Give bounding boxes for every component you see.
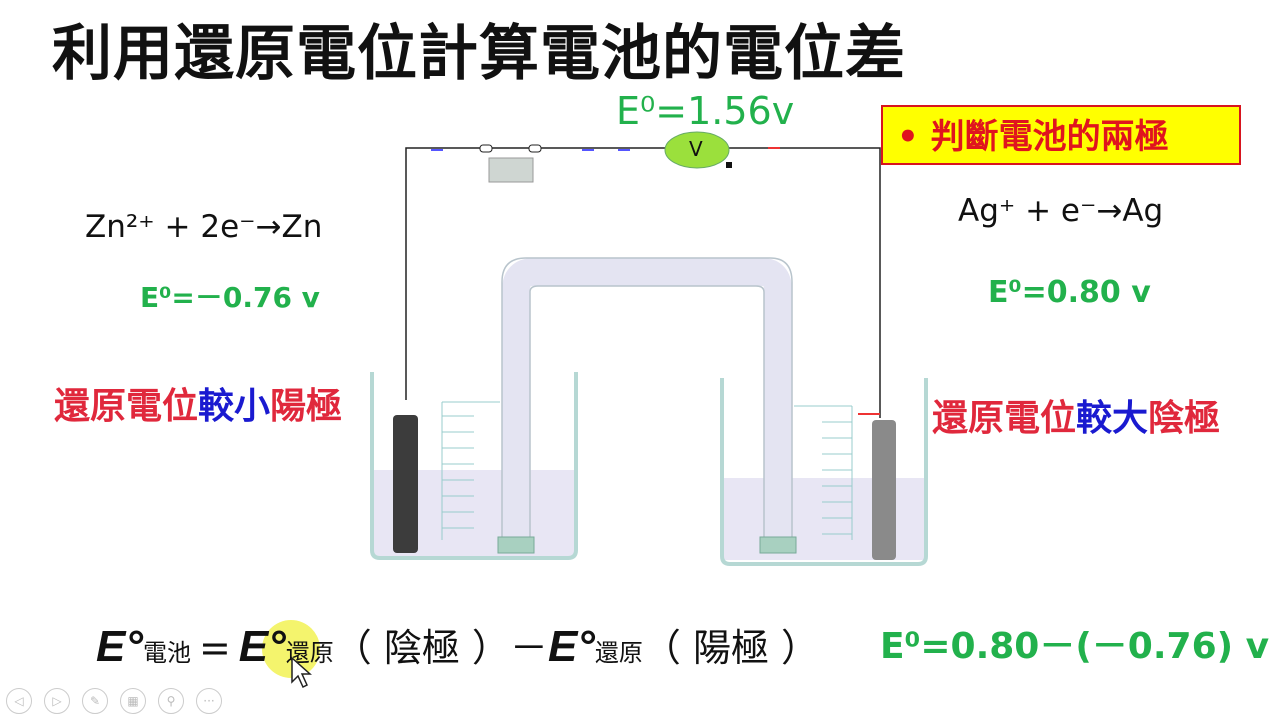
potential-formula: E°電池=E°還原（ 陰極 ）－E°還原（ 陽極 ） <box>96 622 819 673</box>
circuit-wire <box>405 147 881 418</box>
label-text: 還原電位 <box>932 398 1077 439</box>
pen-icon[interactable]: ✎ <box>82 688 108 714</box>
formula-result: E⁰=0.80－(－0.76) v <box>880 626 1270 667</box>
voltmeter <box>664 131 730 169</box>
cathode-term: （ 陰極 ） <box>333 626 510 670</box>
electron-markers <box>431 147 780 151</box>
e-symbol: E° <box>96 622 143 671</box>
pointer-highlight <box>262 620 320 678</box>
judge-electrodes-box: • 判斷電池的兩極 <box>881 105 1241 165</box>
mouse-cursor-icon <box>291 656 312 689</box>
anode-term: （ 陽極 ） <box>642 626 820 670</box>
zinc-reaction: Zn²⁺ + 2e⁻→Zn <box>85 209 323 245</box>
label-text: 較小 <box>198 386 271 427</box>
slide-title: 利用還原電位計算電池的電位差 <box>52 19 906 89</box>
cell-potential: E⁰=1.56v <box>616 89 795 133</box>
switch <box>479 144 542 183</box>
subscript: 還原 <box>594 639 643 667</box>
voltmeter-label: V <box>689 137 703 161</box>
equals: = <box>198 626 231 670</box>
silver-electrode <box>872 420 896 560</box>
zoom-icon[interactable]: ⚲ <box>158 688 184 714</box>
silver-potential: E⁰=0.80 v <box>988 275 1151 310</box>
silver-reaction: Ag⁺ + e⁻→Ag <box>958 193 1164 229</box>
slides-icon[interactable]: ▦ <box>120 688 146 714</box>
subscript: 電池 <box>142 639 191 667</box>
label-text: 較大 <box>1076 398 1149 439</box>
label-text: 陰極 <box>1148 398 1221 439</box>
label-text: 陽極 <box>270 386 343 427</box>
e-symbol: E° <box>238 622 286 671</box>
salt-bridge <box>502 258 792 540</box>
zinc-potential: E⁰=－0.76 v <box>140 281 320 314</box>
next-icon[interactable]: ▷ <box>44 688 70 714</box>
minus: － <box>509 626 548 670</box>
anode-label: 還原電位較小陽極 <box>54 386 342 427</box>
zinc-electrode <box>393 415 418 553</box>
label-text: 還原電位 <box>54 386 199 427</box>
more-icon[interactable]: ··· <box>196 688 222 714</box>
e-symbol: E° <box>547 622 595 671</box>
prev-icon[interactable]: ◁ <box>6 688 32 714</box>
cathode-label: 還原電位較大陰極 <box>932 398 1220 439</box>
